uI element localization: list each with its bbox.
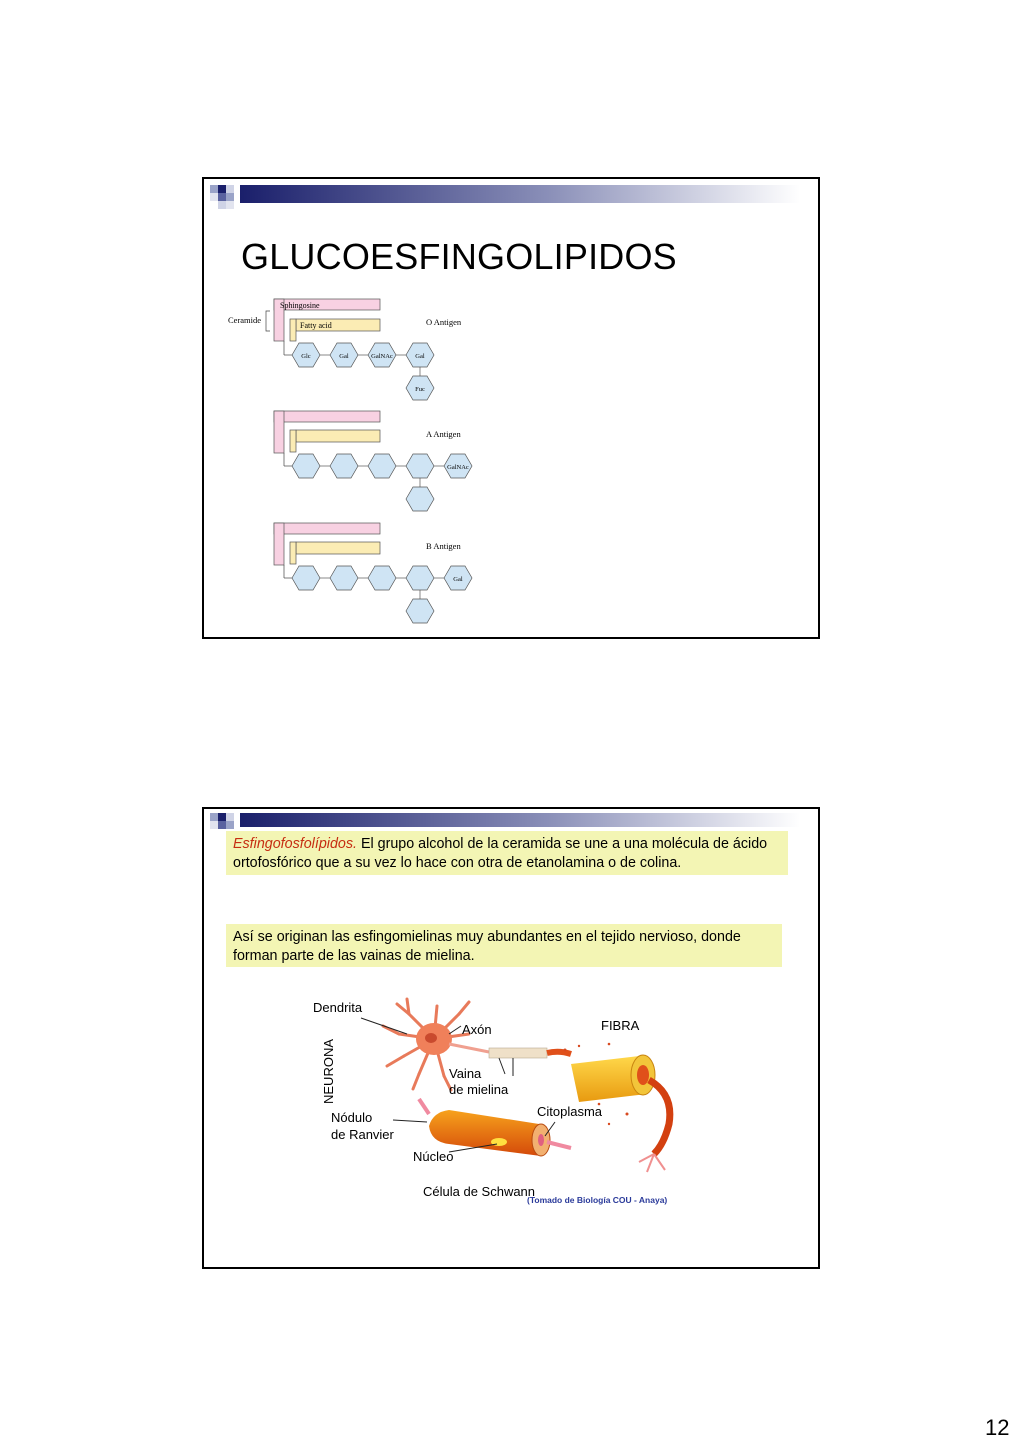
label-neurona: NEURONA xyxy=(321,1039,336,1104)
glycosphingolipid-diagram: Ceramide Sphingosine Fatty acid O Antige… xyxy=(228,298,473,624)
sugar-label: Gal xyxy=(415,353,425,360)
slide-esfingofosfolipidos: Esfingofosfolípidos. El grupo alcohol de… xyxy=(202,807,820,1269)
tissue-speckle xyxy=(563,1042,629,1126)
sugar-label: Glc xyxy=(301,353,311,360)
label-dendrita: Dendrita xyxy=(313,1000,363,1015)
slide-header-decoration xyxy=(210,185,800,209)
textbox-body: El grupo alcohol de la ceramida se une a… xyxy=(233,836,768,871)
label-celula-schwann: Célula de Schwann xyxy=(423,1184,535,1199)
slide-header-decoration xyxy=(210,813,800,829)
slide-glucoesfingolipidos: GLUCOESFINGOLIPIDOS Ceramide Sphingosine… xyxy=(202,177,820,639)
slide-title: GLUCOESFINGOLIPIDOS xyxy=(241,236,677,277)
fibra-cylinder xyxy=(571,1054,674,1173)
sphingosine-label: Sphingosine xyxy=(280,301,320,310)
schwann-cell xyxy=(417,1097,572,1157)
a-antigen-structure: A Antigen GalNAc xyxy=(273,410,473,512)
a-antigen-label: A Antigen xyxy=(426,429,461,439)
sugar-label: GalNAc xyxy=(371,353,393,360)
fatty-acid-label: Fatty acid xyxy=(300,321,332,330)
label-citoplasma: Citoplasma xyxy=(537,1104,603,1119)
label-vaina: Vaina xyxy=(449,1066,482,1081)
axon-line xyxy=(448,1042,490,1054)
b-antigen-structure: B Antigen Gal xyxy=(273,522,473,624)
label-de-mielina: de mielina xyxy=(449,1082,509,1097)
esfingofosfolipidos-textbox: Esfingofosfolípidos. El grupo alcohol de… xyxy=(226,831,788,875)
b-antigen-label: B Antigen xyxy=(426,541,461,551)
o-antigen-structure: Ceramide Sphingosine Fatty acid O Antige… xyxy=(228,298,462,401)
pointer-lines xyxy=(360,1017,556,1153)
esfingomielinas-textbox: Así se originan las esfingomielinas muy … xyxy=(226,924,782,967)
myelin-sheath-segment xyxy=(488,1047,548,1059)
sugar-fuc xyxy=(405,375,435,401)
sugar-label: Gal xyxy=(339,353,349,360)
neuron-figure: Dendrita Axón FIBRA NEURONA Vaina de mie… xyxy=(313,997,674,1205)
label-de-ranvier: de Ranvier xyxy=(331,1127,395,1142)
sugar-label: Fuc xyxy=(415,386,425,393)
sugar-label: GalNAc xyxy=(447,464,469,471)
o-antigen-label: O Antigen xyxy=(426,317,462,327)
highlight-term: Esfingofosfolípidos. xyxy=(233,836,357,852)
sugar-gal-2 xyxy=(405,342,435,368)
figure-credit: (Tomado de Biología COU - Anaya) xyxy=(527,1195,667,1205)
label-nodulo: Nódulo xyxy=(331,1110,372,1125)
label-axon: Axón xyxy=(462,1022,492,1037)
label-fibra: FIBRA xyxy=(601,1018,640,1033)
label-nucleo: Núcleo xyxy=(413,1149,453,1164)
textbox-body: Así se originan las esfingomielinas muy … xyxy=(233,929,741,964)
ceramide-label: Ceramide xyxy=(228,315,261,325)
page-number: 12 xyxy=(985,1415,1010,1440)
neuron-cell-body xyxy=(381,997,471,1092)
sugar-label: Gal xyxy=(453,576,463,583)
